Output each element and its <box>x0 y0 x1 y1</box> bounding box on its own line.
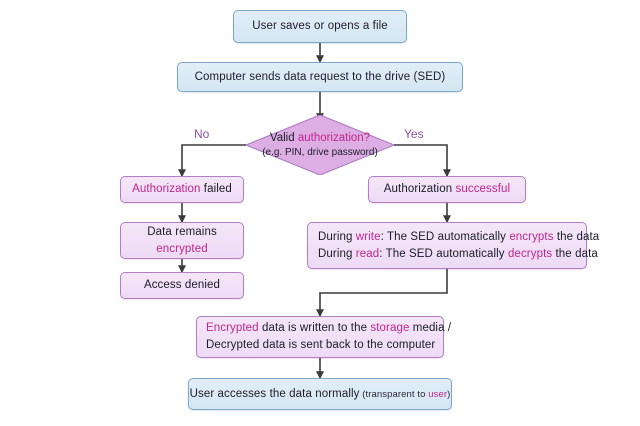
node-valid-authorization-decision: Valid authorization? (e.g. PIN, drive pa… <box>246 115 394 175</box>
decision-line-1: Valid authorization? <box>269 131 371 144</box>
node-end-text: User accesses the data normally (transpa… <box>189 387 451 400</box>
node-start-text: User saves or opens a file <box>252 20 388 33</box>
node-user-accesses-data-normally: User accesses the data normally (transpa… <box>188 378 452 410</box>
node-end-note: (transparent to user) <box>362 388 451 400</box>
decision-text: Valid authorization? (e.g. PIN, drive pa… <box>246 115 394 175</box>
node-computer-sends-data-request: Computer sends data request to the drive… <box>177 62 463 92</box>
node-user-saves-or-opens-file: User saves or opens a file <box>233 10 407 43</box>
branch-label-yes: Yes <box>404 127 424 141</box>
node-data-remains-encrypted: Data remains encrypted <box>120 222 244 259</box>
node-data-encrypted-line-1: Data remains <box>147 225 217 238</box>
node-auth-success-text: Authorization successful <box>383 183 511 196</box>
connector-no-to-auth-failed <box>178 144 246 178</box>
node-storage-media-io: Encrypted data is written to the storage… <box>196 316 451 358</box>
branch-label-no: No <box>194 127 210 141</box>
node-access-denied: Access denied <box>120 272 244 299</box>
node-data-encrypted-line-2: encrypted <box>156 242 208 255</box>
node-storage-io-line-2: Decrypted data is sent back to the compu… <box>206 339 436 351</box>
connector-sed-operation-to-storage-io <box>316 269 448 318</box>
node-sed-operation-line-read: During read: The SED automatically decry… <box>318 247 598 260</box>
diamond-shape <box>246 115 394 175</box>
node-storage-io-line-1: Encrypted data is written to the storage… <box>206 322 452 335</box>
connector-yes-to-auth-success <box>394 144 451 178</box>
node-sed-encrypt-decrypt: During write: The SED automatically encr… <box>307 222 599 269</box>
node-auth-failed-text: Authorization failed <box>132 183 232 196</box>
node-request-text: Computer sends data request to the drive… <box>194 70 446 83</box>
node-authorization-successful: Authorization successful <box>368 176 526 203</box>
node-access-denied-text: Access denied <box>143 279 221 292</box>
node-authorization-failed: Authorization failed <box>120 176 244 203</box>
decision-line-2: (e.g. PIN, drive password) <box>262 147 378 159</box>
node-sed-operation-line-write: During write: The SED automatically encr… <box>318 230 600 243</box>
